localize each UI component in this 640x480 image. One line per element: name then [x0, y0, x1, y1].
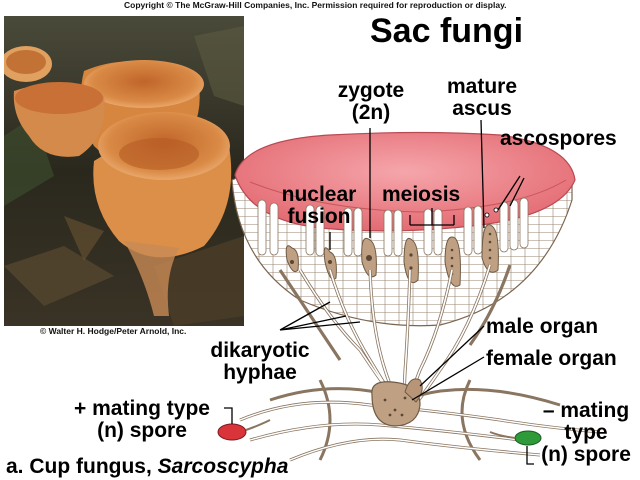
caption-text: a. Cup fungus,	[6, 455, 158, 478]
label-ascospores: ascospores	[500, 127, 617, 150]
plus-mating-spore	[217, 423, 247, 441]
back-cup-opening	[84, 60, 204, 108]
label-female-organ: female organ	[486, 347, 617, 370]
figure-caption: a. Cup fungus, Sarcoscypha	[6, 455, 288, 479]
label-plus-mating-spore: + mating type(n) spore	[74, 397, 210, 442]
label-meiosis: meiosis	[382, 183, 461, 206]
copyright-notice: Copyright © The McGraw-Hill Companies, I…	[124, 0, 507, 10]
nuclei	[290, 232, 492, 276]
asci-row	[257, 197, 529, 257]
label-male-organ: male organ	[486, 315, 599, 338]
page-title: Sac fungi	[370, 12, 524, 50]
leader-lines	[224, 119, 534, 465]
label-zygote: zygote(2n)	[337, 79, 405, 124]
photo-credit: © Walter H. Hodge/Peter Arnold, Inc.	[40, 326, 187, 336]
caption-genus: Sarcoscypha	[157, 455, 289, 478]
cup-fungus-photo	[4, 16, 244, 326]
